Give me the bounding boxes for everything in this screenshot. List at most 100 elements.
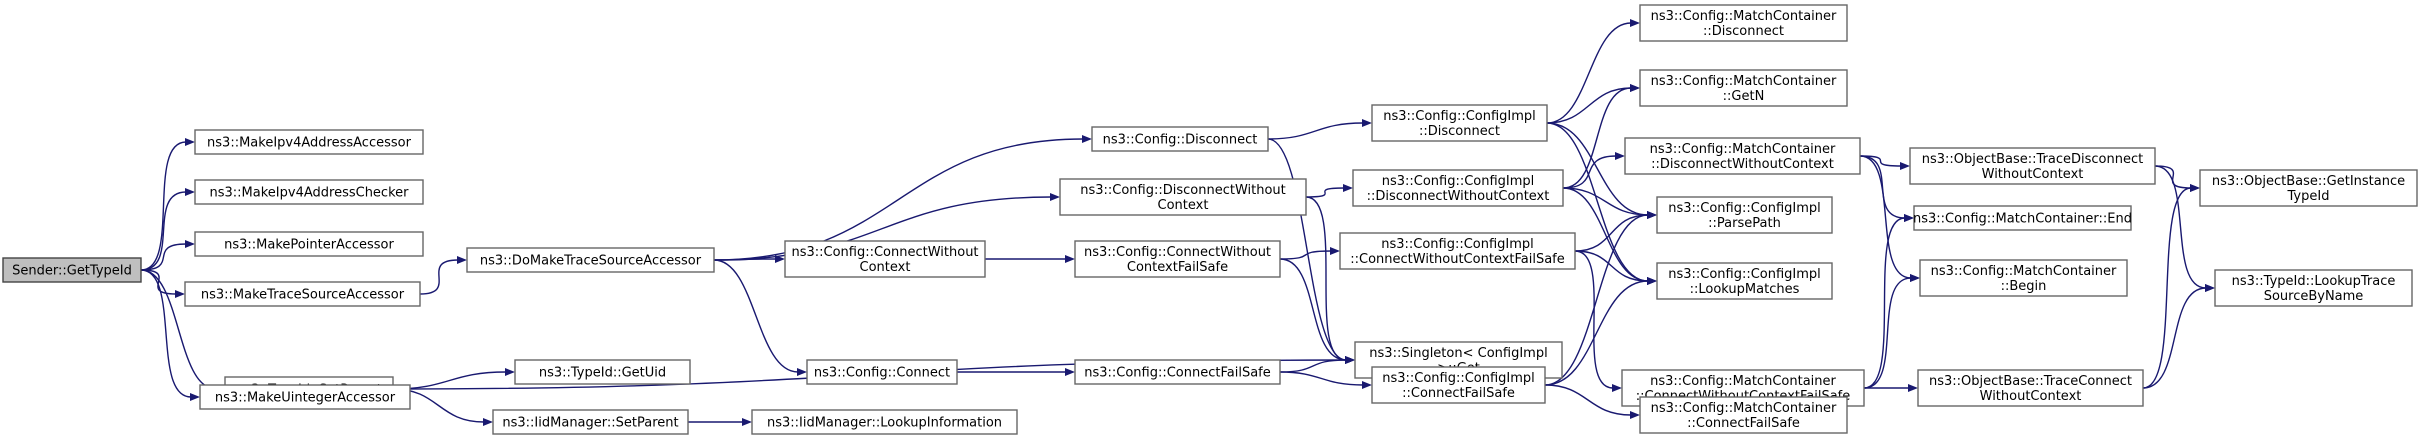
node-n23[interactable]: ns3::Config::MatchContainer::GetN bbox=[1639, 69, 1848, 107]
edge-line bbox=[1859, 155, 1912, 279]
call-edge-n15-n20 bbox=[1279, 258, 1355, 364]
node-n4[interactable]: ns3::MakeTraceSourceAccessor bbox=[184, 281, 421, 307]
call-edge-n16-n21 bbox=[1279, 371, 1372, 389]
node-n15[interactable]: ns3::Config::ConnectWithoutContextFailSa… bbox=[1074, 240, 1281, 278]
node-label: Sender::GetTypeId bbox=[12, 264, 132, 279]
node-n17[interactable]: ns3::Config::ConfigImpl::Disconnect bbox=[1371, 104, 1548, 142]
node-label: ns3::MakeUintegerAccessor bbox=[215, 391, 396, 406]
node-n22[interactable]: ns3::Config::MatchContainer::Disconnect bbox=[1639, 4, 1848, 42]
edge-line bbox=[1267, 122, 1364, 140]
node-label: WithoutContext bbox=[1982, 167, 2084, 182]
node-label: ::Begin bbox=[2001, 279, 2047, 294]
node-n6[interactable]: ns3::MakeUintegerAccessor bbox=[199, 384, 411, 410]
node-n12[interactable]: ns3::TypeId::GetUid bbox=[514, 359, 691, 385]
edge-arrowhead bbox=[2190, 184, 2200, 192]
node-box bbox=[806, 359, 958, 385]
node-label: ns3::Config::ConfigImpl bbox=[1381, 237, 1534, 252]
call-edge-n7-n10 bbox=[713, 255, 785, 263]
node-label: ::Disconnect bbox=[1419, 124, 1500, 139]
node-label: ns3::Config::ConfigImpl bbox=[1668, 267, 1821, 282]
call-edge-n0-n3 bbox=[140, 240, 195, 271]
call-edge-n11-n16 bbox=[957, 368, 1075, 376]
node-label: ns3::Config::MatchContainer bbox=[1650, 142, 1836, 157]
node-n0[interactable]: Sender::GetTypeId bbox=[2, 257, 142, 283]
edge-line bbox=[2154, 165, 2192, 189]
node-label: ns3::Config::MatchContainer bbox=[1651, 74, 1837, 89]
node-label: ns3::Config::ConfigImpl bbox=[1382, 371, 1535, 386]
edge-line bbox=[1574, 214, 1649, 252]
edge-line bbox=[1863, 277, 1912, 389]
node-label: ns3::Config::ConfigImpl bbox=[1382, 174, 1535, 189]
edge-line bbox=[1863, 217, 1906, 389]
node-n24[interactable]: ns3::Config::MatchContainer::DisconnectW… bbox=[1624, 137, 1861, 175]
call-edge-n10-n15 bbox=[985, 255, 1075, 263]
call-edge-n18-n24 bbox=[1562, 152, 1625, 189]
edge-arrowhead bbox=[1615, 152, 1625, 160]
edge-arrowhead bbox=[1330, 247, 1340, 255]
edge-arrowhead bbox=[1908, 384, 1918, 392]
call-edge-n8-n17 bbox=[1267, 119, 1372, 140]
edge-arrowhead bbox=[1343, 184, 1353, 192]
node-n26[interactable]: ns3::Config::ConfigImpl::LookupMatches bbox=[1656, 262, 1833, 300]
node-n8[interactable]: ns3::Config::Disconnect bbox=[1091, 126, 1269, 152]
node-n25[interactable]: ns3::Config::ConfigImpl::ParsePath bbox=[1656, 196, 1833, 234]
node-box bbox=[1639, 4, 1848, 42]
node-box bbox=[2, 257, 142, 283]
call-edge-n18-n23 bbox=[1562, 84, 1640, 189]
node-box bbox=[1624, 137, 1861, 175]
edge-arrowhead bbox=[1082, 135, 1092, 143]
node-label: TypeId bbox=[2287, 189, 2330, 204]
call-edge-n7-n11 bbox=[713, 259, 807, 376]
edge-arrowhead bbox=[1362, 381, 1372, 389]
node-box bbox=[1919, 259, 2128, 297]
node-label: SourceByName bbox=[2264, 289, 2364, 304]
node-box bbox=[1656, 196, 1833, 234]
edge-arrowhead bbox=[457, 256, 467, 264]
edge-line bbox=[1279, 258, 1347, 361]
node-n10[interactable]: ns3::Config::ConnectWithoutContext bbox=[784, 240, 986, 278]
node-box bbox=[1639, 69, 1848, 107]
node-box bbox=[1639, 396, 1848, 434]
node-box bbox=[1074, 359, 1281, 385]
node-n9[interactable]: ns3::Config::DisconnectWithoutContext bbox=[1059, 178, 1307, 216]
node-n32[interactable]: ns3::ObjectBase::TraceConnectWithoutCont… bbox=[1917, 369, 2144, 407]
node-n11[interactable]: ns3::Config::Connect bbox=[806, 359, 958, 385]
edge-line bbox=[713, 259, 799, 373]
node-label: ::Disconnect bbox=[1703, 24, 1784, 39]
node-n14[interactable]: ns3::IidManager::LookupInformation bbox=[751, 409, 1018, 435]
edge-line bbox=[2142, 287, 2207, 389]
node-n2[interactable]: ns3::MakeIpv4AddressChecker bbox=[194, 179, 424, 205]
call-edge-n5-n12 bbox=[392, 368, 515, 390]
call-edge-n9-n18 bbox=[1305, 184, 1353, 198]
node-n1[interactable]: ns3::MakeIpv4AddressAccessor bbox=[194, 129, 424, 155]
edge-arrowhead bbox=[1900, 162, 1910, 170]
node-n13[interactable]: ns3::IidManager::SetParent bbox=[492, 409, 689, 435]
edge-arrowhead bbox=[175, 290, 185, 298]
node-box bbox=[2214, 269, 2413, 307]
node-label: ns3::Config::MatchContainer bbox=[1651, 9, 1837, 24]
node-n29[interactable]: ns3::ObjectBase::TraceDisconnectWithoutC… bbox=[1909, 147, 2156, 185]
edge-arrowhead bbox=[1362, 119, 1372, 127]
node-box bbox=[1656, 262, 1833, 300]
node-n7[interactable]: ns3::DoMakeTraceSourceAccessor bbox=[466, 247, 715, 273]
node-n31[interactable]: ns3::Config::MatchContainer::Begin bbox=[1919, 259, 2128, 297]
node-n16[interactable]: ns3::Config::ConnectFailSafe bbox=[1074, 359, 1281, 385]
node-n18[interactable]: ns3::Config::ConfigImpl::DisconnectWitho… bbox=[1352, 169, 1564, 207]
node-box bbox=[184, 281, 421, 307]
node-n21[interactable]: ns3::Config::ConfigImpl::ConnectFailSafe bbox=[1371, 366, 1546, 404]
edge-arrowhead bbox=[185, 138, 195, 146]
node-n19[interactable]: ns3::Config::ConfigImpl::ConnectWithoutC… bbox=[1339, 232, 1576, 270]
node-n3[interactable]: ns3::MakePointerAccessor bbox=[194, 231, 424, 257]
node-n30[interactable]: ns3::Config::MatchContainer::End bbox=[1913, 205, 2132, 231]
node-box bbox=[1339, 232, 1576, 270]
edge-line bbox=[140, 141, 187, 271]
call-edge-n24-n29 bbox=[1859, 155, 1910, 170]
edge-arrowhead bbox=[1630, 84, 1640, 92]
edge-arrowhead bbox=[1630, 411, 1640, 419]
edge-arrowhead bbox=[1612, 384, 1622, 392]
node-n28[interactable]: ns3::Config::MatchContainer::ConnectFail… bbox=[1639, 396, 1848, 434]
edge-line bbox=[140, 269, 177, 295]
edge-arrowhead bbox=[1910, 274, 1920, 282]
